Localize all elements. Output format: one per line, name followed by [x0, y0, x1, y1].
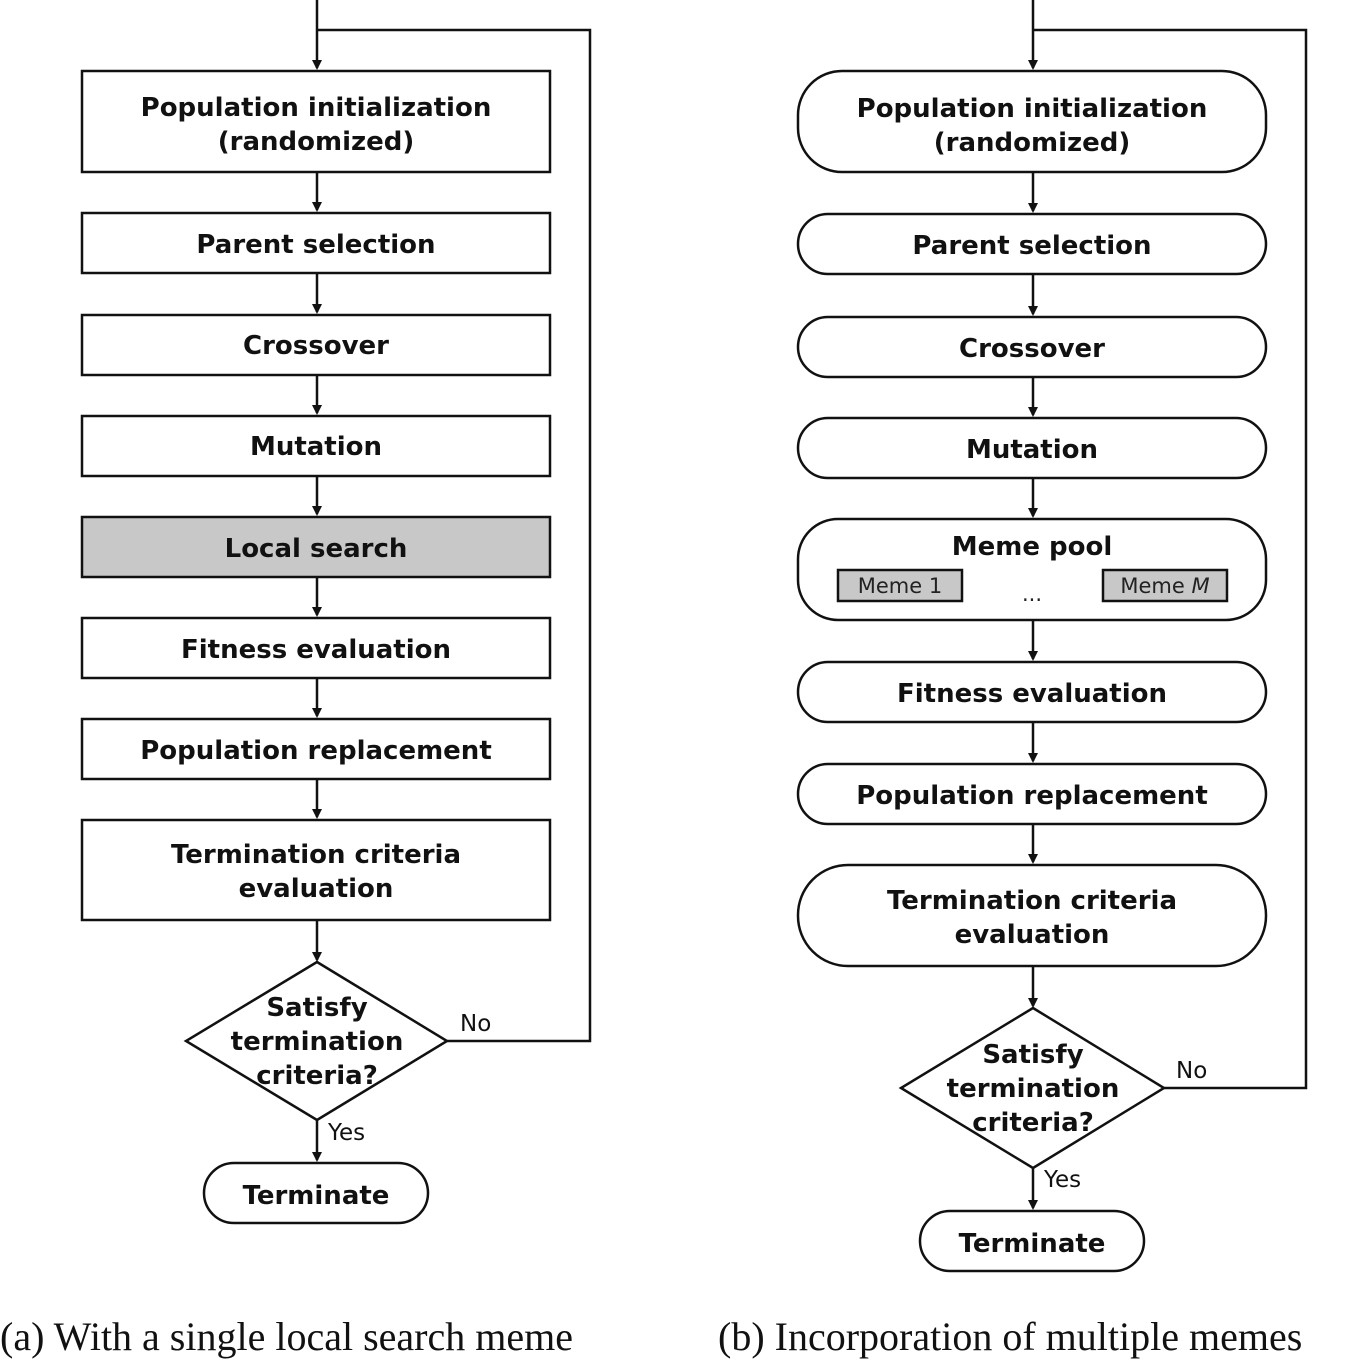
termination-criteria-box-a [80, 818, 552, 922]
fitness-evaluation-label-a: Fitness evaluation [181, 635, 451, 665]
termination-criteria-label-b: Termination criteria [887, 886, 1177, 916]
yes-label-a: Yes [327, 1120, 365, 1146]
terminate-box-a [202, 1161, 430, 1225]
decision-line1-b: Satisfy [982, 1040, 1083, 1070]
flowchart-a: Population initialization (randomized) P… [0, 0, 592, 1359]
termination-criteria-sublabel-a: evaluation [239, 874, 394, 904]
decision-line2-b: termination [947, 1074, 1120, 1104]
population-replacement-label-a: Population replacement [140, 736, 492, 766]
local-search-box-a [80, 515, 552, 579]
population-replacement-box-a [80, 717, 552, 781]
parent-selection-box-a [80, 211, 552, 275]
no-label-b: No [1176, 1058, 1207, 1084]
crossover-label-a: Crossover [243, 331, 389, 361]
meme-m-variable: M [1191, 574, 1209, 598]
caption-a: (a) With a single local search meme [0, 1314, 573, 1359]
population-init-label-a: Population initialization [141, 93, 492, 123]
meme-m-prefix: Meme [1120, 574, 1191, 598]
terminate-label-b: Terminate [959, 1229, 1106, 1259]
population-init-label-b: Population initialization [857, 94, 1208, 124]
population-init-box-a [80, 69, 552, 174]
fitness-evaluation-box-a [80, 616, 552, 680]
flowchart-b: Population initialization (randomized) P… [718, 0, 1308, 1359]
crossover-label-b: Crossover [959, 334, 1105, 364]
loop-back-connector-b [1033, 28, 1308, 1090]
termination-criteria-label-a: Termination criteria [171, 840, 461, 870]
population-init-sublabel-b: (randomized) [934, 128, 1131, 158]
no-label-a: No [460, 1011, 491, 1037]
meme-ellipsis: ... [1022, 582, 1042, 606]
mutation-box-a [80, 414, 552, 478]
decision-line3-b: criteria? [972, 1108, 1094, 1138]
decision-line2-a: termination [231, 1027, 404, 1057]
loop-back-connector-a [317, 28, 592, 1043]
parent-selection-label-a: Parent selection [196, 230, 435, 260]
caption-b: (b) Incorporation of multiple memes [718, 1314, 1302, 1359]
termination-criteria-sublabel-b: evaluation [955, 920, 1110, 950]
crossover-box-a [80, 313, 552, 377]
meme-m-box [1101, 568, 1229, 603]
population-replacement-label-b: Population replacement [856, 781, 1208, 811]
meme-1-label: Meme 1 [858, 574, 942, 598]
mutation-label-b: Mutation [966, 435, 1098, 465]
decision-line1-a: Satisfy [266, 993, 367, 1023]
meme-1-box [836, 568, 964, 603]
mutation-label-a: Mutation [250, 432, 382, 462]
meme-m-label: Meme M [1120, 574, 1209, 598]
local-search-label-a: Local search [225, 534, 408, 564]
terminate-box-b [918, 1209, 1146, 1273]
meme-pool-title: Meme pool [952, 532, 1113, 562]
decision-line3-a: criteria? [256, 1061, 378, 1091]
yes-label-b: Yes [1043, 1167, 1081, 1193]
terminate-label-a: Terminate [243, 1181, 390, 1211]
fitness-evaluation-label-b: Fitness evaluation [897, 679, 1167, 709]
population-init-sublabel-a: (randomized) [218, 127, 415, 157]
parent-selection-label-b: Parent selection [912, 231, 1151, 261]
